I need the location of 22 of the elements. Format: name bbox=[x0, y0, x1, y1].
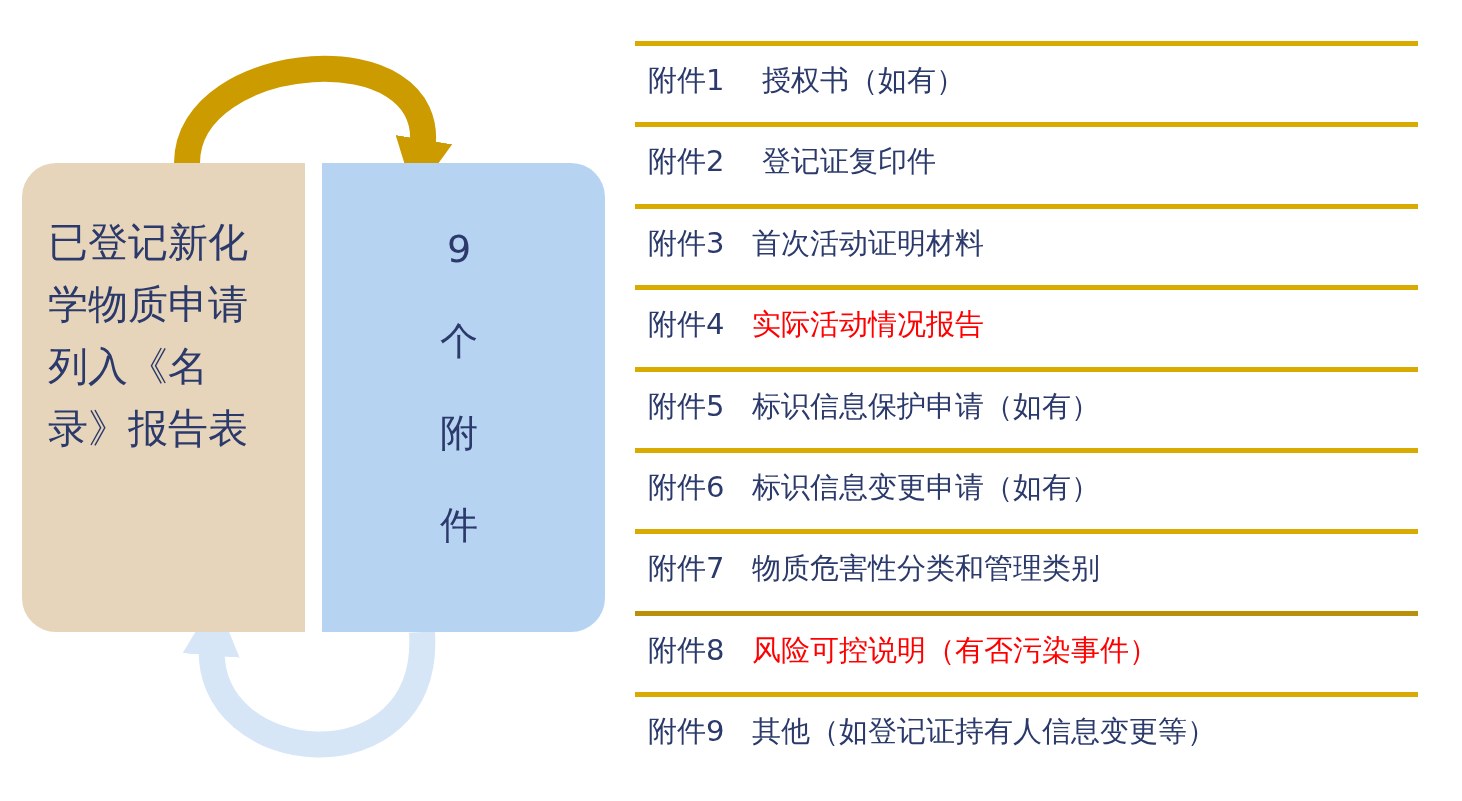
attachment-title: 授权书（如有） bbox=[762, 62, 965, 99]
report-form-box bbox=[22, 163, 305, 632]
attachment-title: 风险可控说明（有否污染事件） bbox=[752, 631, 1158, 669]
attachment-number: 附件1 bbox=[648, 62, 725, 99]
box-text: 9个附件 bbox=[440, 226, 478, 549]
attachment-title: 标识信息保护申请（如有） bbox=[752, 387, 1100, 425]
attachment-number: 附件9 bbox=[648, 713, 725, 751]
attachment-title: 物质危害性分类和管理类别 bbox=[752, 550, 1100, 588]
attachment-title: 标识信息变更申请（如有） bbox=[752, 469, 1100, 506]
attachment-number: 附件3 bbox=[648, 224, 725, 262]
attachment-number: 附件8 bbox=[648, 631, 725, 669]
attachment-number: 附件7 bbox=[648, 550, 725, 588]
attachment-title: 实际活动情况报告 bbox=[752, 306, 984, 344]
attachment-number: 附件2 bbox=[648, 143, 725, 181]
attachment-number: 附件4 bbox=[648, 306, 725, 344]
attachment-number: 附件6 bbox=[648, 469, 725, 506]
attachment-title: 首次活动证明材料 bbox=[752, 224, 984, 262]
attachments-box bbox=[322, 163, 605, 632]
attachment-number: 附件5 bbox=[648, 387, 725, 425]
attachment-title: 其他（如登记证持有人信息变更等） bbox=[752, 713, 1216, 751]
attachment-title: 登记证复印件 bbox=[762, 143, 936, 181]
box-text: 已登记新化学物质申请列入《名录》报告表 bbox=[48, 218, 249, 453]
